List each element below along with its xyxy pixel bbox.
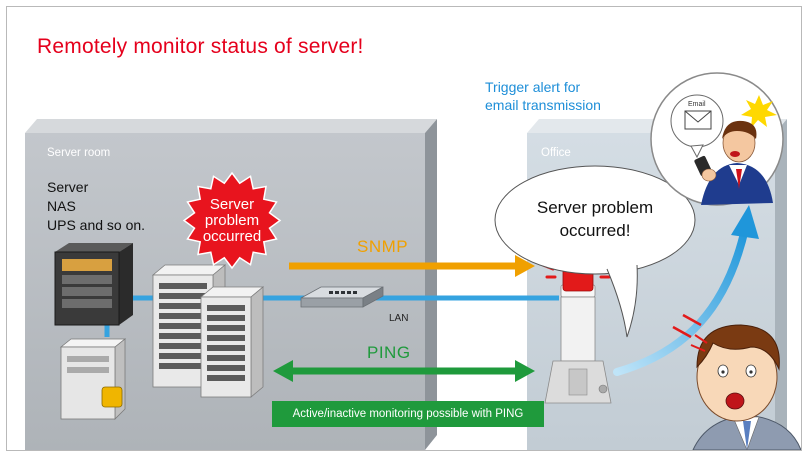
- server-room-item: NAS: [47, 198, 76, 214]
- snmp-arrow: [289, 255, 535, 277]
- ups-icon: [59, 338, 127, 420]
- snmp-label: SNMP: [357, 237, 409, 256]
- rack-server-icon: [151, 264, 265, 398]
- ping-note-banner: Active/inactive monitoring possible with…: [272, 401, 544, 427]
- server-room-items: Server NAS UPS and so on.: [47, 178, 145, 235]
- problem-burst-text: Server problem occurred: [177, 197, 287, 245]
- server-room-item: UPS and so on.: [47, 217, 146, 233]
- server-room-item: Server: [47, 179, 89, 195]
- lan-switch-icon: [300, 286, 384, 308]
- ping-label: PING: [367, 343, 411, 362]
- speech-line: Server problem: [536, 198, 654, 217]
- alert-arrow: [613, 205, 759, 376]
- speech-bubble-text: Server problem occurred!: [505, 196, 685, 242]
- burst-line: occurred: [202, 228, 262, 245]
- email-label: Email: [688, 101, 706, 108]
- burst-line: Server: [209, 196, 255, 213]
- surprised-man-icon: [690, 324, 801, 450]
- email-recipient-circle: [650, 72, 784, 206]
- trigger-alert-text: Trigger alert for email transmission: [485, 78, 601, 114]
- office-label: Office: [541, 147, 571, 159]
- page-title: Remotely monitor status of server!: [37, 35, 364, 58]
- lan-label: LAN: [389, 313, 409, 324]
- diagram-canvas: [25, 72, 801, 450]
- diagram-frame: Remotely monitor status of server! Serve…: [6, 6, 802, 451]
- ping-arrow: [273, 360, 535, 382]
- speech-bubble-shape: [494, 165, 696, 338]
- trigger-line: email transmission: [485, 97, 601, 113]
- trigger-line: Trigger alert for: [485, 79, 581, 95]
- server-room-label: Server room: [47, 147, 111, 159]
- desktop-server-icon: [54, 243, 133, 326]
- speech-line: occurred!: [559, 221, 631, 240]
- problem-burst-shape: [182, 171, 282, 270]
- burst-line: problem: [204, 212, 260, 229]
